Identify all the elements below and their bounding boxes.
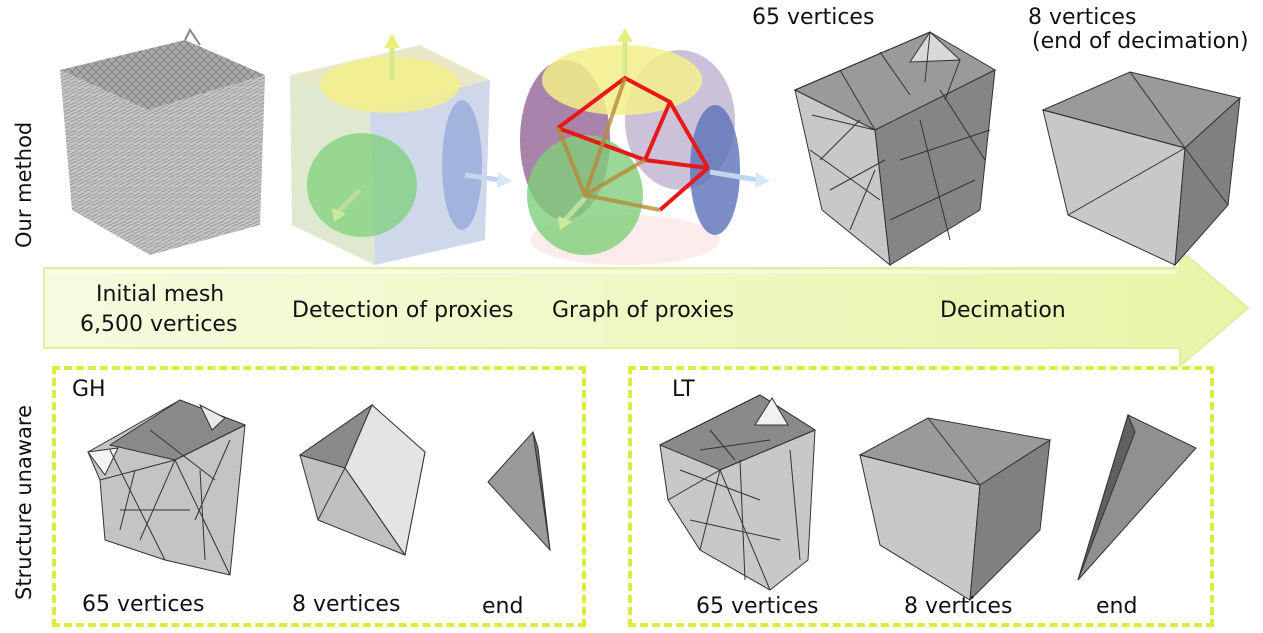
lt-caption-8-vertices: 8 vertices — [904, 594, 1013, 619]
method-name-gh: GH — [72, 377, 106, 402]
decimated-cube-65 — [793, 31, 997, 267]
row-label-our-method: Our method — [12, 121, 36, 248]
step-initial-vertices: 6,500 vertices — [80, 312, 238, 337]
lt-mesh-8 — [858, 417, 1052, 602]
decimated-cube-8 — [1041, 71, 1242, 267]
lt-method-box — [628, 366, 1214, 627]
proxy-detection-cube — [290, 34, 512, 265]
gh-mesh-8 — [298, 403, 426, 557]
gh-mesh-65 — [87, 399, 247, 576]
lt-caption-end: end — [1096, 594, 1138, 619]
caption-8-vertices-top: 8 vertices — [1028, 5, 1137, 30]
row-label-structure-unaware: Structure unaware — [12, 405, 36, 600]
method-name-lt: LT — [672, 377, 695, 402]
lt-caption-65-vertices: 65 vertices — [696, 594, 819, 619]
step-detection-of-proxies: Detection of proxies — [292, 298, 514, 323]
proxy-graph — [520, 28, 770, 265]
caption-65-vertices-top: 65 vertices — [752, 5, 875, 30]
lt-mesh-65 — [658, 394, 817, 591]
gh-method-box — [52, 366, 586, 627]
gh-caption-end: end — [482, 594, 524, 619]
lt-mesh-end — [1077, 413, 1197, 581]
step-graph-of-proxies: Graph of proxies — [552, 298, 735, 323]
gh-caption-65-vertices: 65 vertices — [82, 592, 205, 617]
caption-end-of-decimation: (end of decimation) — [1032, 29, 1249, 54]
step-initial-mesh: Initial mesh — [96, 282, 225, 307]
gh-caption-8-vertices: 8 vertices — [292, 592, 401, 617]
gh-mesh-end — [487, 430, 551, 552]
process-arrow — [43, 247, 1250, 369]
step-decimation: Decimation — [940, 298, 1066, 323]
initial-mesh-cube — [60, 28, 265, 255]
